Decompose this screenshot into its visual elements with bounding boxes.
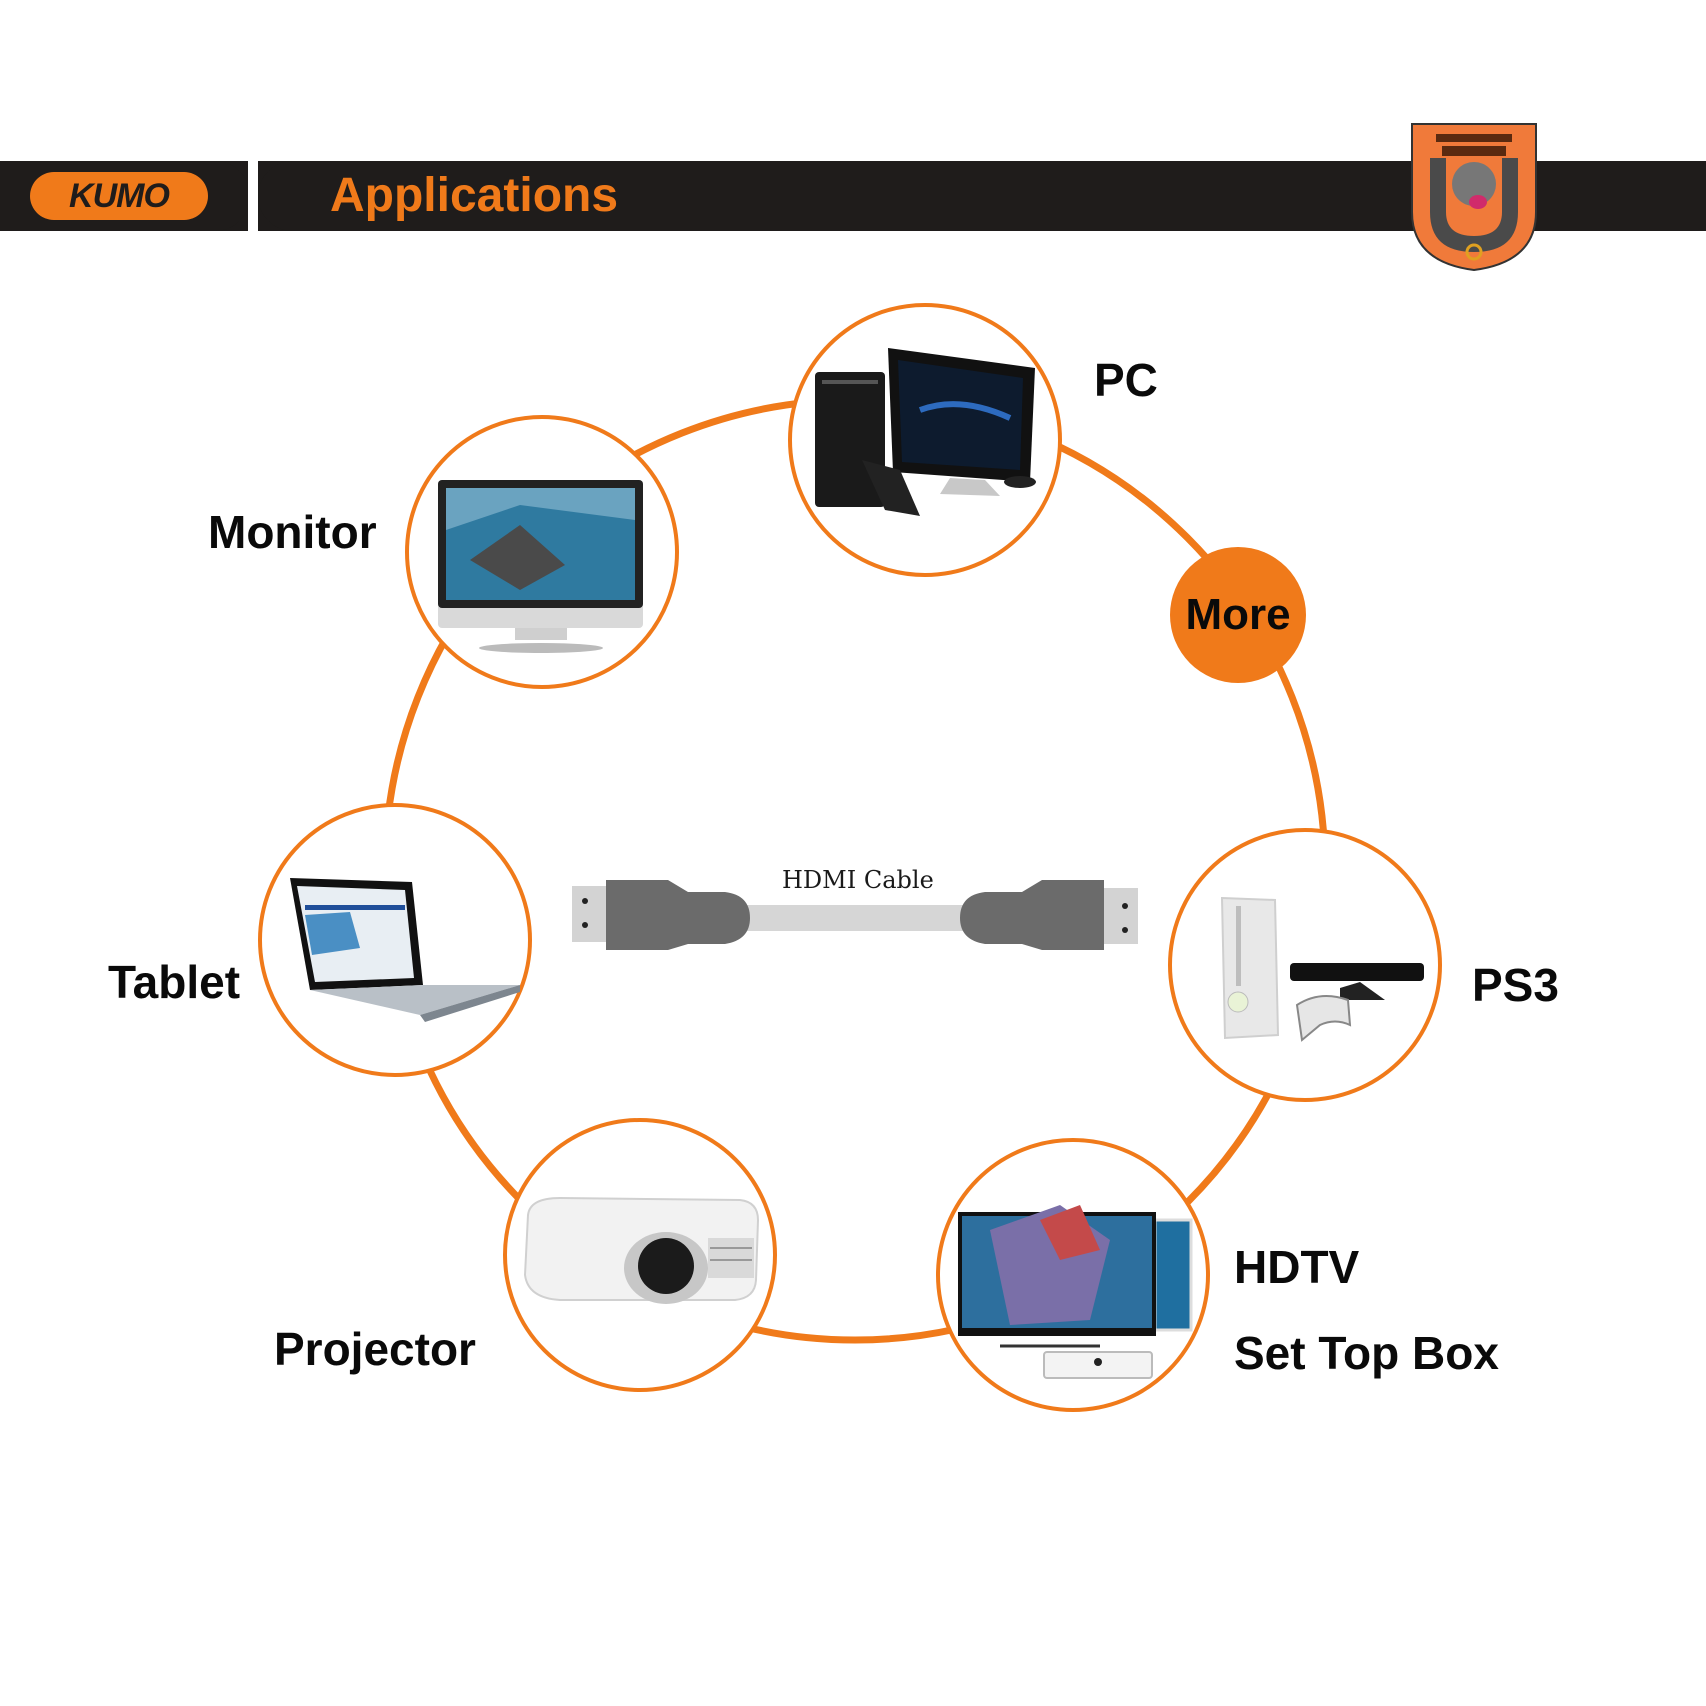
emblem-badge-icon	[1411, 123, 1537, 272]
node-monitor	[405, 415, 679, 689]
hdmi-cable-icon	[572, 880, 1138, 950]
node-tablet	[258, 803, 532, 1077]
label-tablet: Tablet	[108, 956, 241, 1008]
hdtv-icon	[958, 1205, 1193, 1348]
node-ps3	[1168, 828, 1442, 1102]
label-pc: PC	[1094, 354, 1158, 406]
label-hdtv: HDTV	[1234, 1241, 1360, 1293]
monitor-icon	[438, 480, 643, 653]
node-pc	[788, 303, 1062, 577]
page-title: Applications	[330, 169, 619, 222]
hdmi-cable-label: HDMI Cable	[782, 866, 934, 894]
set-top-box-icon	[1043, 1351, 1153, 1379]
more-node[interactable]	[1170, 547, 1306, 683]
header-divider	[248, 158, 258, 234]
laptop-icon	[290, 878, 520, 1022]
more-label[interactable]: More	[1185, 590, 1291, 639]
label-monitor: Monitor	[208, 506, 377, 558]
brand-logo: KUMO	[30, 172, 208, 220]
label-projector: Projector	[274, 1323, 476, 1375]
label-ps3: PS3	[1472, 959, 1559, 1011]
node-projector	[503, 1118, 777, 1392]
projector-icon	[523, 1196, 760, 1304]
label-set-top-box: Set Top Box	[1234, 1327, 1499, 1379]
game-console-icon	[1220, 896, 1424, 1042]
node-hdtv	[936, 1138, 1210, 1412]
desktop-pc-icon	[815, 348, 1036, 516]
